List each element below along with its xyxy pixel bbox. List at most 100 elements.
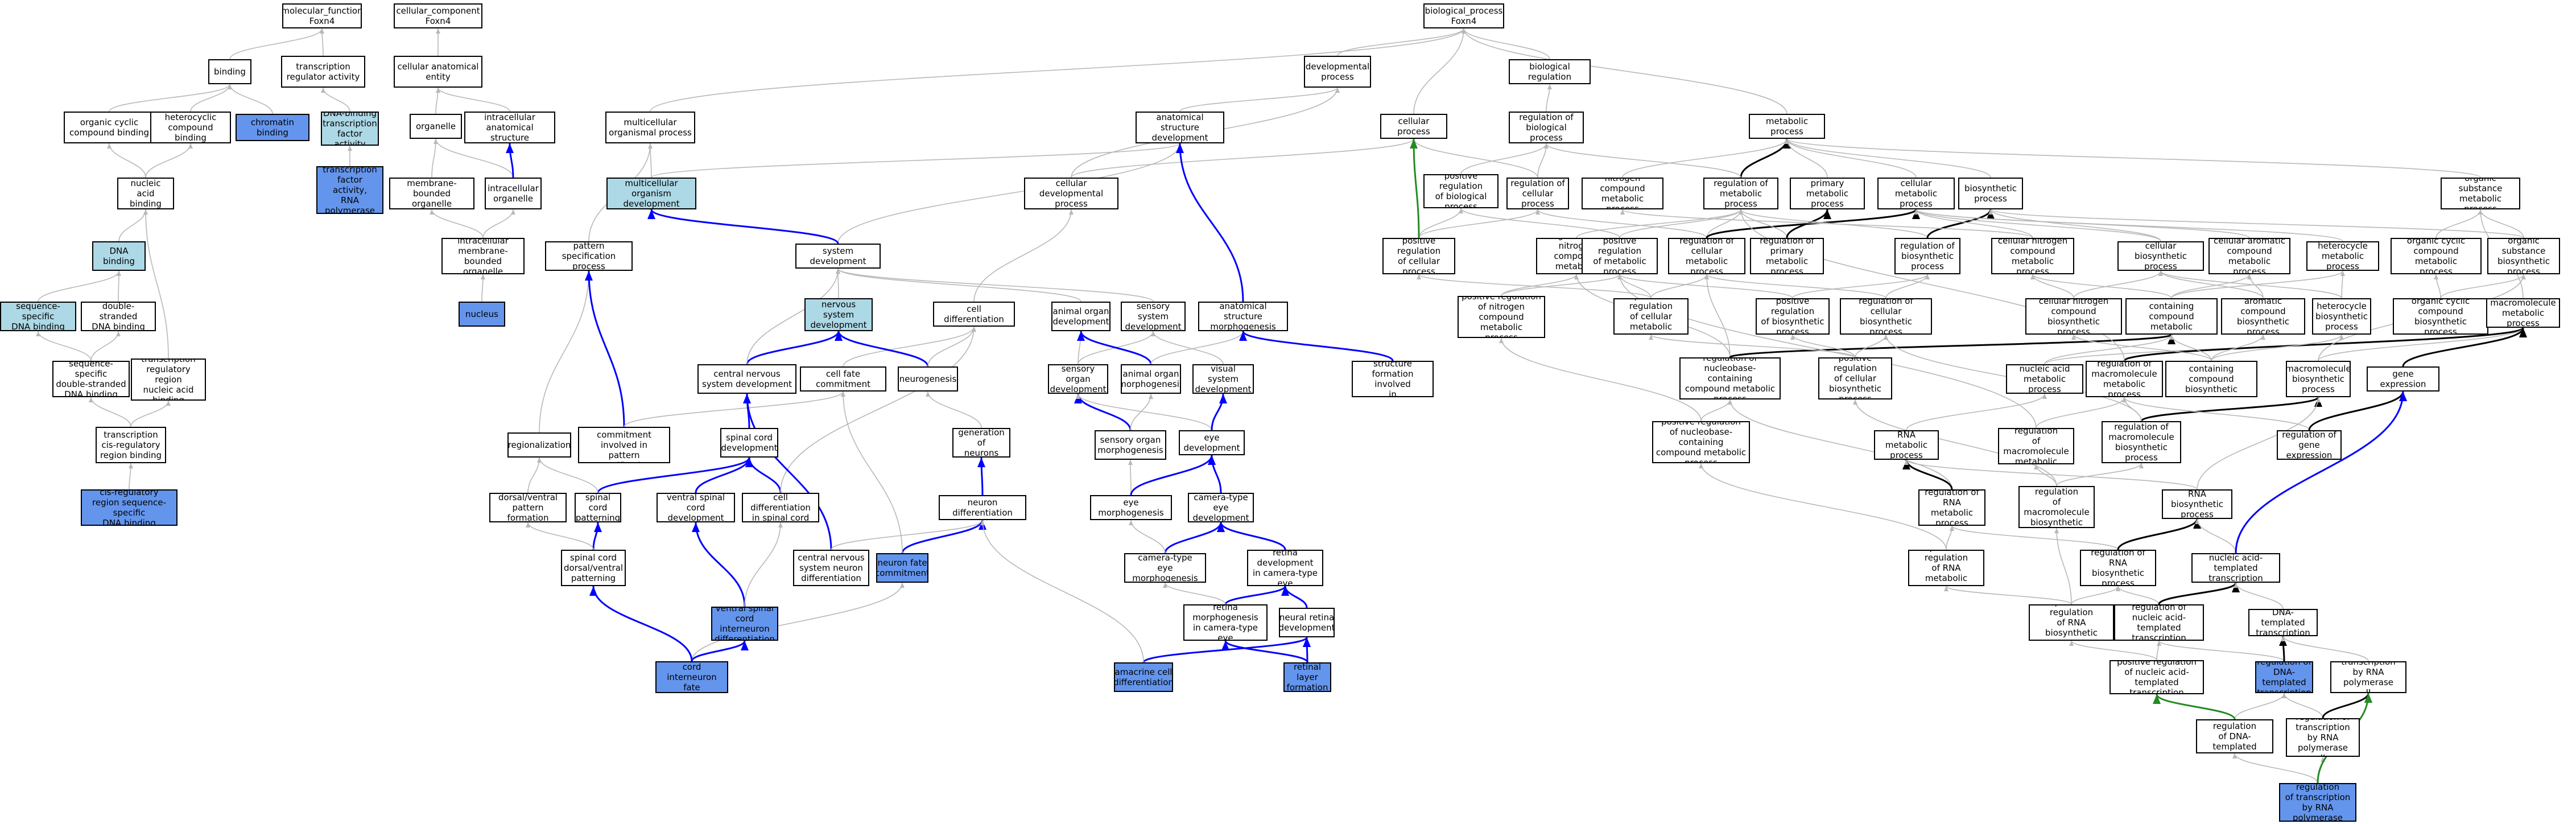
node-nucleic-acid-templated-transcription[interactable]: nucleic acid-templated transcription bbox=[2191, 553, 2280, 583]
node-regulation-of-rna-biosynthetic-process[interactable]: regulation of RNA biosynthetic process bbox=[2080, 550, 2156, 586]
node-central-nervous-system-development[interactable]: central nervous system development bbox=[697, 364, 796, 394]
node-positive-regulation-of-macromolecule-biosynthetic-process[interactable]: positive regulation of macromolecule bio… bbox=[2018, 486, 2095, 528]
node-positive-regulation-of-dna-templated-transcription[interactable]: positive regulation of DNA-templated tra… bbox=[2196, 719, 2273, 753]
node-positive-regulation-of-transcription-by-rna-polymerase-ii[interactable]: positive regulation of transcription by … bbox=[2279, 783, 2356, 822]
node-neural-retina-development[interactable]: neural retina development bbox=[1279, 608, 1335, 637]
node-nervous-system-development[interactable]: nervous system development bbox=[804, 298, 873, 331]
node-spinal-cord-development[interactable]: spinal cord development bbox=[720, 428, 778, 458]
node-intracellular-organelle[interactable]: intracellular organelle bbox=[485, 178, 542, 209]
node-molecular-function-foxn4[interactable]: molecular_function Foxn4 bbox=[282, 3, 362, 28]
node-regulation-of-macromolecule-biosynthetic-process[interactable]: regulation of macromolecule biosynthetic… bbox=[2102, 421, 2181, 463]
node-nucleic-acid-metabolic-process[interactable]: nucleic acid metabolic process bbox=[2006, 364, 2083, 394]
node-cell-differentiation-in-spinal-cord[interactable]: cell differentiation in spinal cord bbox=[742, 493, 819, 522]
node-developmental-process[interactable]: developmental process bbox=[1304, 56, 1371, 88]
node-cellular-nitrogen-compound-biosynthetic-process[interactable]: cellular nitrogen compound biosynthetic … bbox=[2025, 298, 2122, 335]
node-regulation-of-gene-expression[interactable]: regulation of gene expression bbox=[2277, 430, 2342, 460]
node-regulation-of-biological-process[interactable]: regulation of biological process bbox=[1509, 112, 1584, 143]
node-primary-metabolic-process[interactable]: primary metabolic process bbox=[1790, 178, 1865, 209]
node-multicellular-organism-development[interactable]: multicellular organism development bbox=[606, 178, 696, 209]
node-camera-type-eye-development[interactable]: camera-type eye development bbox=[1188, 493, 1254, 522]
node-multicellular-organismal-process[interactable]: multicellular organismal process bbox=[605, 112, 695, 143]
node-positive-regulation-of-cellular-biosynthetic-process[interactable]: positive regulation of cellular biosynth… bbox=[1818, 357, 1892, 399]
node-transcription-cis-regulatory-region-binding[interactable]: transcription cis-regulatory region bind… bbox=[96, 427, 166, 463]
node-anatomical-structure-formation-involved-in-morphogenesis[interactable]: anatomical structure formation involved … bbox=[1352, 361, 1434, 397]
node-spinal-cord-dorsal-ventral-patterning[interactable]: spinal cord dorsal/ventral patterning bbox=[561, 550, 626, 586]
node-nucleobase-containing-compound-biosynthetic-process[interactable]: nucleobase-containing compound biosynthe… bbox=[2165, 361, 2257, 397]
node-eye-development[interactable]: eye development bbox=[1179, 430, 1245, 455]
node-retinal-layer-formation[interactable]: retinal layer formation bbox=[1283, 662, 1331, 692]
node-dna-templated-transcription[interactable]: DNA-templated transcription bbox=[2248, 609, 2318, 636]
node-cellular-aromatic-compound-metabolic-process[interactable]: cellular aromatic compound metabolic pro… bbox=[2208, 238, 2290, 274]
node-regulation-of-metabolic-process[interactable]: regulation of metabolic process bbox=[1703, 178, 1778, 209]
node-spinal-cord-patterning[interactable]: spinal cord patterning bbox=[575, 493, 621, 522]
node-nucleus[interactable]: nucleus bbox=[459, 302, 505, 327]
node-transcription-regulatory-region-nucleic-acid-binding[interactable]: transcription regulatory region nucleic … bbox=[131, 359, 206, 401]
node-regionalization[interactable]: regionalization bbox=[507, 432, 571, 458]
node-regulation-of-cellular-process[interactable]: regulation of cellular process bbox=[1506, 178, 1569, 209]
node-cellular-component-foxn4[interactable]: cellular_component Foxn4 bbox=[394, 3, 482, 28]
node-regulation-of-biosynthetic-process[interactable]: regulation of biosynthetic process bbox=[1894, 238, 1960, 274]
node-aromatic-compound-biosynthetic-process[interactable]: aromatic compound biosynthetic process bbox=[2221, 298, 2305, 335]
node-pattern-specification-process[interactable]: pattern specification process bbox=[545, 241, 633, 271]
node-positive-regulation-of-cellular-metabolic-process[interactable]: positive regulation of cellular metaboli… bbox=[1613, 298, 1689, 335]
node-cell-differentiation[interactable]: cell differentiation bbox=[933, 302, 1015, 327]
node-neuron-differentiation[interactable]: neuron differentiation bbox=[939, 495, 1026, 520]
node-macromolecule-biosynthetic-process[interactable]: macromolecule biosynthetic process bbox=[2286, 361, 2351, 397]
node-dna-binding-tf-activity[interactable]: DNA-binding transcription factor activit… bbox=[321, 112, 379, 146]
node-sensory-organ-morphogenesis[interactable]: sensory organ morphogenesis bbox=[1095, 430, 1166, 460]
node-organelle[interactable]: organelle bbox=[410, 114, 462, 139]
node-positive-regulation-of-biosynthetic-process[interactable]: positive regulation of biosynthetic proc… bbox=[1756, 298, 1830, 335]
node-biosynthetic-process[interactable]: biosynthetic process bbox=[1958, 178, 2023, 209]
node-positive-regulation-of-nitrogen-compound-metabolic-process[interactable]: positive regulation of nitrogen compound… bbox=[1458, 296, 1545, 338]
node-cis-regulatory-region-sequence-specific-dna-binding[interactable]: cis-regulatory region sequence-specific … bbox=[81, 489, 177, 526]
node-dorsal-ventral-pattern-formation[interactable]: dorsal/ventral pattern formation bbox=[489, 493, 567, 522]
node-organic-cyclic-compound-biosynthetic-process[interactable]: organic cyclic compound biosynthetic pro… bbox=[2393, 298, 2488, 335]
node-membrane-bounded-organelle[interactable]: membrane-bounded organelle bbox=[389, 178, 474, 209]
node-positive-regulation-of-nucleobase-containing-compound-metabolic-process[interactable]: positive regulation of nucleobase-contai… bbox=[1652, 421, 1750, 463]
node-gene-expression[interactable]: gene expression bbox=[2367, 366, 2439, 392]
node-visual-system-development[interactable]: visual system development bbox=[1192, 364, 1254, 394]
node-positive-regulation-of-metabolic-process[interactable]: positive regulation of metabolic process bbox=[1582, 238, 1658, 274]
node-chromatin-binding[interactable]: chromatin binding bbox=[236, 114, 309, 141]
node-dna-binding-tf-activity-rnapii[interactable]: DNA-binding transcription factor activit… bbox=[316, 166, 383, 214]
node-animal-organ-morphogenesis[interactable]: animal organ morphogenesis bbox=[1121, 364, 1181, 394]
node-anatomical-structure-development[interactable]: anatomical structure development bbox=[1136, 112, 1224, 143]
node-rna-biosynthetic-process[interactable]: RNA biosynthetic process bbox=[2162, 489, 2232, 519]
node-positive-regulation-of-cellular-process[interactable]: positive regulation of cellular process bbox=[1382, 238, 1455, 274]
node-positive-regulation-of-nucleic-acid-templated-transcription[interactable]: positive regulation of nucleic acid-temp… bbox=[2109, 660, 2204, 694]
node-binding[interactable]: binding bbox=[208, 59, 251, 84]
node-nucleobase-containing-compound-metabolic-process[interactable]: nucleobase-containing compound metabolic… bbox=[2125, 298, 2218, 335]
node-regulation-of-nucleic-acid-templated-transcription[interactable]: regulation of nucleic acid-templated tra… bbox=[2114, 604, 2204, 641]
node-amacrine-cell-differentiation[interactable]: amacrine cell differentiation bbox=[1114, 662, 1173, 692]
node-intracellular-anatomical-structure[interactable]: intracellular anatomical structure bbox=[464, 112, 555, 143]
node-transcription-by-rna-polymerase-ii[interactable]: transcription by RNA polymerase II bbox=[2330, 661, 2406, 693]
node-generation-of-neurons[interactable]: generation of neurons bbox=[952, 428, 1010, 458]
node-nucleic-acid-binding[interactable]: nucleic acid binding bbox=[117, 178, 174, 209]
node-heterocyclic-compound-binding[interactable]: heterocyclic compound binding bbox=[150, 112, 231, 143]
node-organic-substance-biosynthetic-process[interactable]: organic substance biosynthetic process bbox=[2487, 238, 2560, 274]
node-ventral-spinal-cord-development[interactable]: ventral spinal cord development bbox=[657, 493, 735, 522]
node-regulation-of-dna-templated-transcription[interactable]: regulation of DNA-templated transcriptio… bbox=[2255, 661, 2313, 693]
node-positive-regulation-of-macromolecule-metabolic-process[interactable]: positive regulation of macromolecule met… bbox=[1998, 428, 2074, 464]
node-dna-binding[interactable]: DNA binding bbox=[92, 241, 146, 271]
node-heterocycle-metabolic-process[interactable]: heterocycle metabolic process bbox=[2306, 241, 2379, 271]
node-cellular-developmental-process[interactable]: cellular developmental process bbox=[1024, 178, 1118, 209]
node-macromolecule-metabolic-process[interactable]: macromolecule metabolic process bbox=[2486, 298, 2560, 328]
node-heterocycle-biosynthetic-process[interactable]: heterocycle biosynthetic process bbox=[2312, 298, 2371, 335]
node-regulation-of-cellular-metabolic-process[interactable]: regulation of cellular metabolic process bbox=[1668, 238, 1745, 274]
node-organic-cyclic-compound-metabolic-process[interactable]: organic cyclic compound metabolic proces… bbox=[2391, 238, 2482, 274]
node-regulation-of-primary-metabolic-process[interactable]: regulation of primary metabolic process bbox=[1750, 238, 1824, 274]
node-camera-type-eye-morphogenesis[interactable]: camera-type eye morphogenesis bbox=[1124, 553, 1206, 583]
node-ventral-spinal-cord-interneuron-differentiation[interactable]: ventral spinal cord interneuron differen… bbox=[711, 607, 778, 641]
node-sequence-specific-dna-binding[interactable]: sequence-specific DNA binding bbox=[0, 302, 76, 331]
node-retina-morphogenesis-in-camera-type-eye[interactable]: retina morphogenesis in camera-type eye bbox=[1183, 604, 1268, 641]
node-regulation-of-cellular-biosynthetic-process[interactable]: regulation of cellular biosynthetic proc… bbox=[1840, 298, 1932, 335]
node-cell-fate-commitment-involved-in-pattern-specification[interactable]: cell fate commitment involved in pattern… bbox=[578, 427, 670, 463]
node-cellular-process[interactable]: cellular process bbox=[1380, 114, 1447, 139]
node-regulation-of-nucleobase-containing-compound-metabolic-process[interactable]: regulation of nucleobase-containing comp… bbox=[1679, 357, 1781, 399]
node-animal-organ-development[interactable]: animal organ development bbox=[1051, 302, 1111, 331]
node-cellular-anatomical-entity[interactable]: cellular anatomical entity bbox=[394, 56, 482, 88]
node-organic-substance-metabolic-process[interactable]: organic substance metabolic process bbox=[2441, 178, 2520, 209]
node-nitrogen-compound-metabolic-process[interactable]: nitrogen compound metabolic process bbox=[1582, 178, 1663, 209]
node-retina-development-in-camera-type-eye[interactable]: retina development in camera-type eye bbox=[1247, 550, 1323, 586]
